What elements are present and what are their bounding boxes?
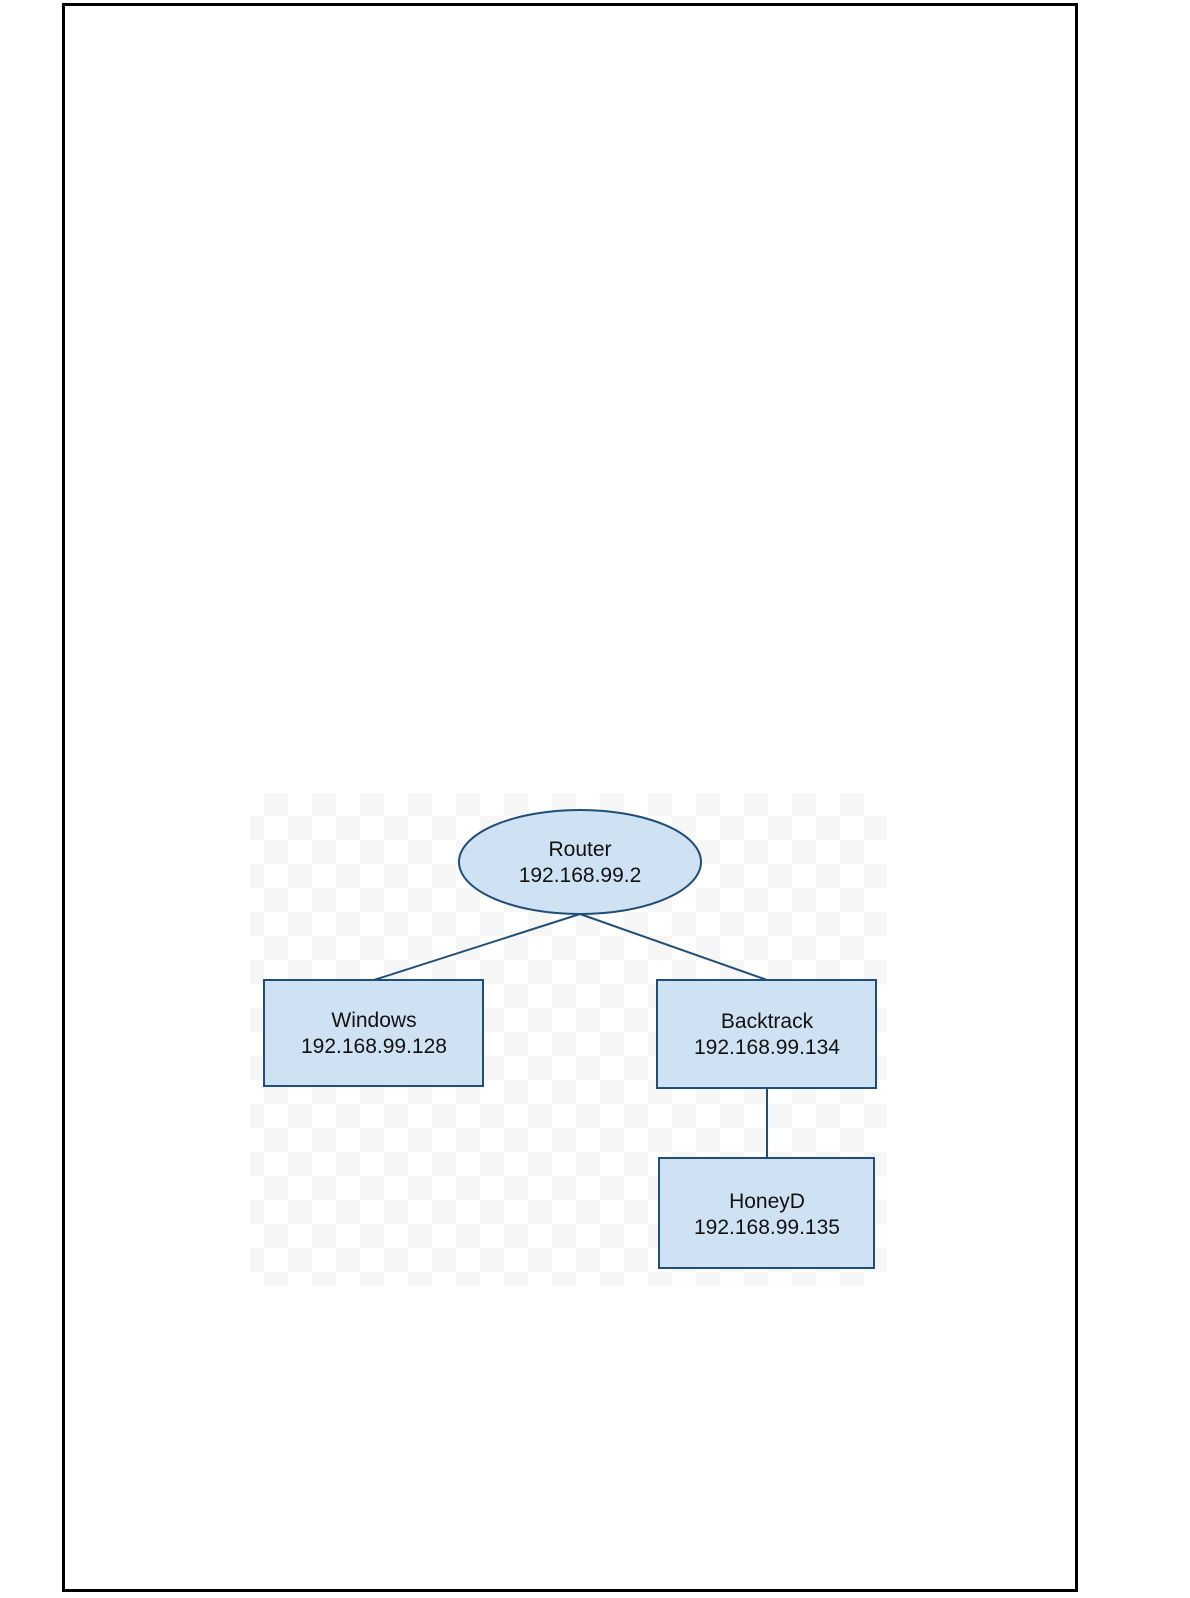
node-router-shape [458,809,702,915]
edge-router-windows [373,913,581,981]
node-backtrack-ip: 192.168.99.134 [694,1036,840,1059]
node-backtrack-name: Backtrack [721,1010,814,1033]
node-router-name: Router [548,838,611,861]
node-backtrack-shape [656,979,877,1089]
node-honeyd-shape [658,1157,875,1269]
node-windows-ip: 192.168.99.128 [301,1035,447,1058]
edge-router-backtrack [579,913,768,981]
node-backtrack: Backtrack 192.168.99.134 [656,979,877,1089]
node-windows: Windows 192.168.99.128 [263,979,484,1087]
node-honeyd: HoneyD 192.168.99.135 [658,1157,875,1269]
node-windows-name: Windows [331,1009,416,1032]
node-router-ip: 192.168.99.2 [519,864,642,887]
node-router: Router 192.168.99.2 [458,809,702,915]
node-honeyd-ip: 192.168.99.135 [694,1216,840,1239]
node-honeyd-name: HoneyD [729,1190,805,1213]
node-windows-shape [263,979,484,1087]
